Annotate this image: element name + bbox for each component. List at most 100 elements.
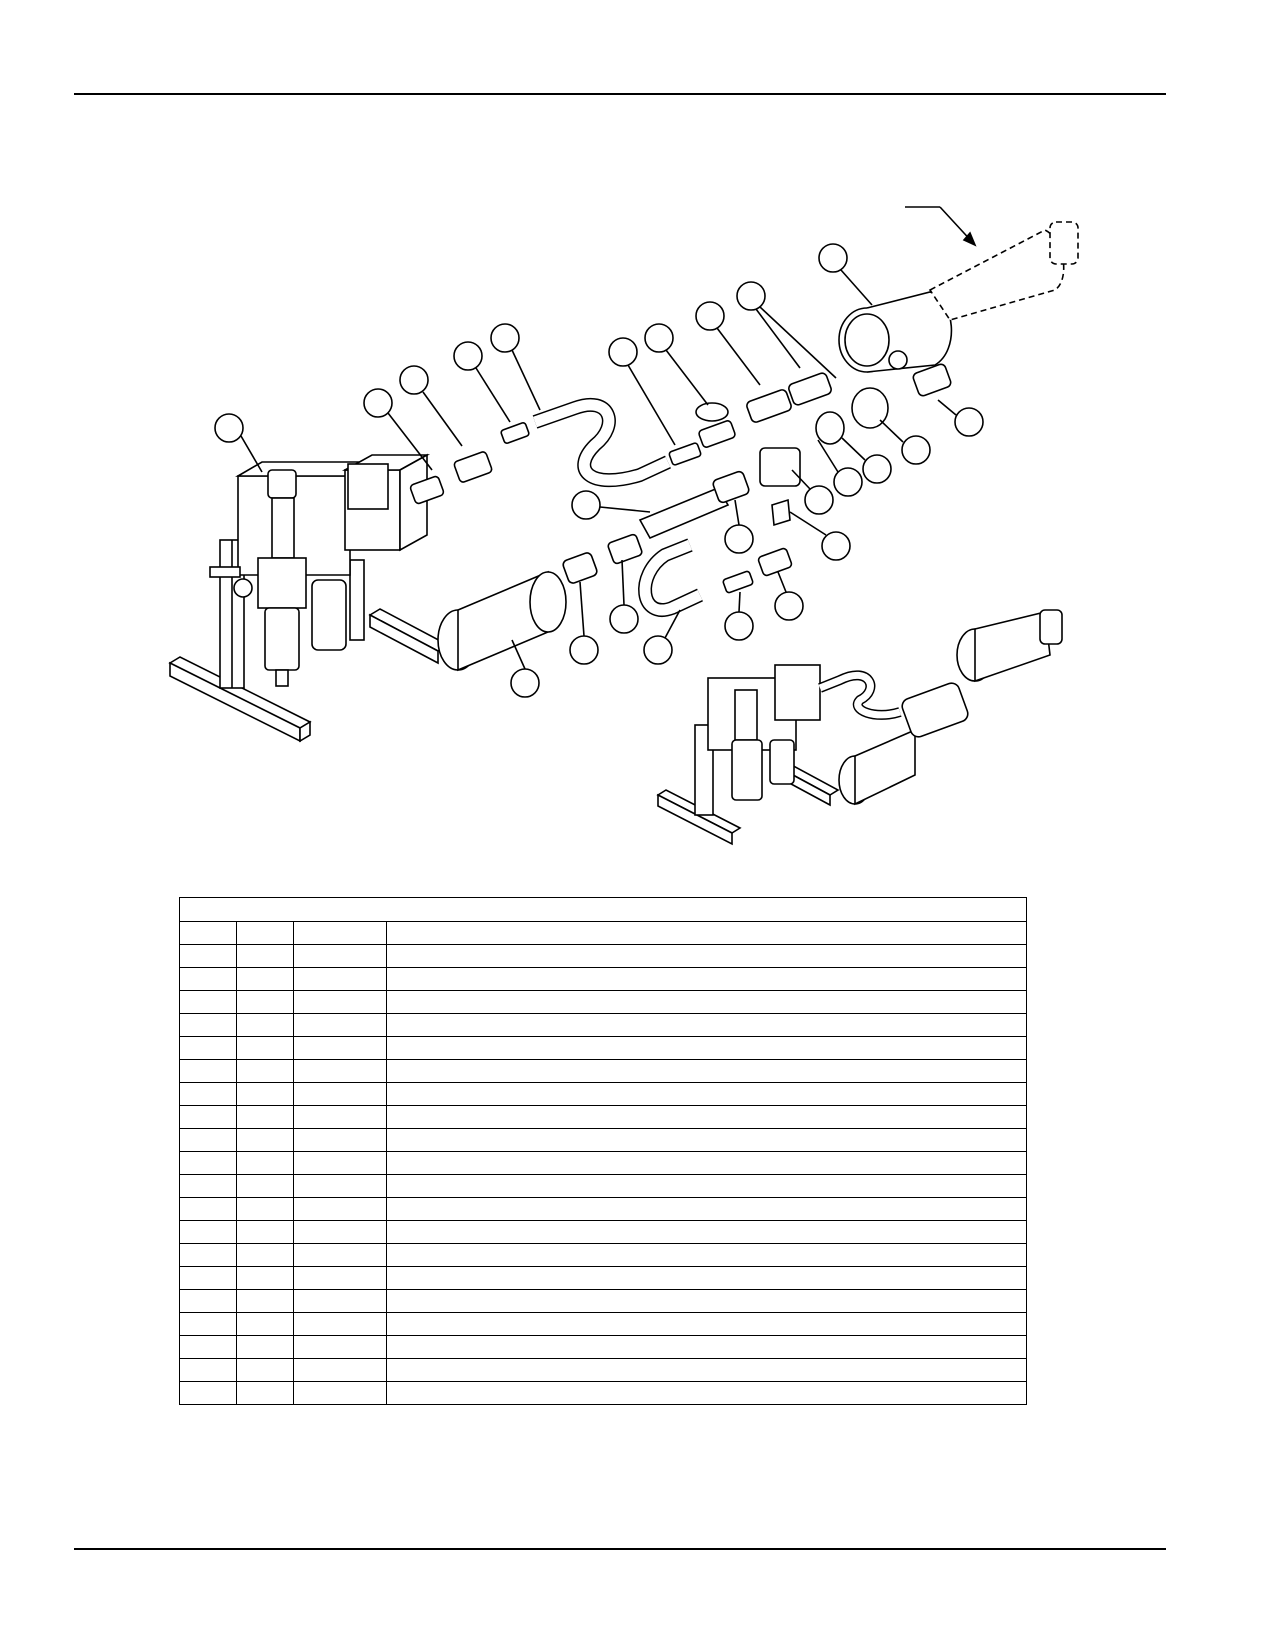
table-cell <box>236 1151 294 1175</box>
column-header <box>179 921 237 945</box>
table-row <box>179 1013 1027 1037</box>
table-cell <box>293 1289 387 1313</box>
table-cell <box>179 1335 237 1359</box>
table-cell <box>293 1059 387 1083</box>
table-cell <box>179 1105 237 1129</box>
table-row <box>179 1358 1027 1382</box>
table-cell <box>386 1151 1027 1175</box>
table-cell <box>236 1036 294 1060</box>
table-row <box>179 1266 1027 1290</box>
table-cell <box>293 1266 387 1290</box>
table-cell <box>179 1381 237 1405</box>
table-cell <box>293 1105 387 1129</box>
table-cell <box>386 1220 1027 1244</box>
table-cell <box>236 1312 294 1336</box>
table-cell <box>293 1358 387 1382</box>
table-cell <box>293 1335 387 1359</box>
table-row <box>179 1105 1027 1129</box>
table-cell <box>386 1128 1027 1152</box>
table-cell <box>386 1243 1027 1267</box>
column-header <box>293 921 387 945</box>
assembled-view <box>656 609 1063 846</box>
table-cell <box>236 1335 294 1359</box>
table-row <box>179 1243 1027 1267</box>
footer-rule <box>74 1548 1166 1550</box>
table-cell <box>386 1174 1027 1198</box>
table-cell <box>293 1036 387 1060</box>
table-cell <box>179 1289 237 1313</box>
table-row <box>179 1174 1027 1198</box>
column-header <box>386 921 1027 945</box>
table-row <box>179 1036 1027 1060</box>
table-row <box>179 944 1027 968</box>
table-cell <box>293 1312 387 1336</box>
table-cell <box>236 944 294 968</box>
table-cell <box>386 1013 1027 1037</box>
table-title <box>179 897 1027 922</box>
table-cell <box>236 990 294 1014</box>
table-cell <box>236 1174 294 1198</box>
table-cell <box>236 1220 294 1244</box>
table-cell <box>386 1289 1027 1313</box>
table-cell <box>293 967 387 991</box>
table-cell <box>236 1289 294 1313</box>
table-row <box>179 967 1027 991</box>
stand-assembly <box>168 453 450 743</box>
table-cell <box>236 1266 294 1290</box>
table-cell <box>179 967 237 991</box>
table-cell <box>386 1082 1027 1106</box>
exploded-assembly-diagram <box>168 206 1079 846</box>
table-row <box>179 1128 1027 1152</box>
table-cell <box>386 990 1027 1014</box>
table-cell <box>179 1197 237 1221</box>
table-row <box>179 1059 1027 1083</box>
table-cell <box>236 1243 294 1267</box>
table-cell <box>236 1128 294 1152</box>
table-cell <box>386 1266 1027 1290</box>
table-row <box>179 1312 1027 1336</box>
table-cell <box>293 1013 387 1037</box>
table-header-row <box>179 921 1027 945</box>
parts-list-table <box>179 897 1027 1405</box>
table-cell <box>293 1128 387 1152</box>
table-cell <box>179 1266 237 1290</box>
table-row <box>179 1197 1027 1221</box>
table-row <box>179 1289 1027 1313</box>
table-cell <box>179 1220 237 1244</box>
table-cell <box>293 1151 387 1175</box>
table-cell <box>293 1082 387 1106</box>
table-cell <box>236 1013 294 1037</box>
table-cell <box>386 1358 1027 1382</box>
table-cell <box>386 1312 1027 1336</box>
callout-circle <box>214 413 244 443</box>
table-row <box>179 1220 1027 1244</box>
table-row <box>179 1381 1027 1405</box>
table-cell <box>236 967 294 991</box>
table-cell <box>293 1220 387 1244</box>
table-title-row <box>179 897 1027 922</box>
table-cell <box>179 990 237 1014</box>
table-cell <box>386 1335 1027 1359</box>
table-cell <box>386 967 1027 991</box>
table-cell <box>179 1013 237 1037</box>
table-cell <box>386 1197 1027 1221</box>
table-cell <box>293 1381 387 1405</box>
table-cell <box>236 1381 294 1405</box>
table-cell <box>179 1082 237 1106</box>
table-row <box>179 1151 1027 1175</box>
table-cell <box>386 1059 1027 1083</box>
table-cell <box>179 1151 237 1175</box>
table-row <box>179 1335 1027 1359</box>
table-cell <box>386 1105 1027 1129</box>
table-cell <box>293 990 387 1014</box>
table-cell <box>179 1059 237 1083</box>
table-cell <box>236 1197 294 1221</box>
table-cell <box>293 944 387 968</box>
header-rule <box>74 93 1166 95</box>
table-cell <box>293 1243 387 1267</box>
table-cell <box>236 1059 294 1083</box>
table-row <box>179 1082 1027 1106</box>
table-cell <box>386 1381 1027 1405</box>
table-cell <box>179 1174 237 1198</box>
table-cell <box>386 944 1027 968</box>
